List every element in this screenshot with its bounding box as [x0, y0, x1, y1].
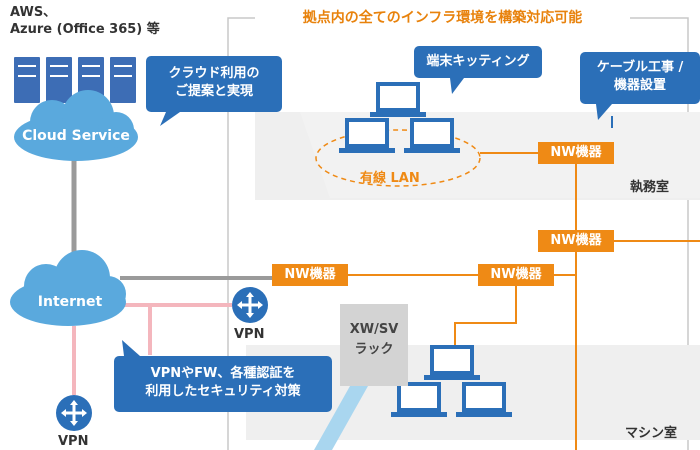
- office-room-label: 執務室: [630, 180, 670, 195]
- callout-pointer-security: [122, 340, 140, 356]
- router-icon: [56, 395, 92, 431]
- nw-device-machine: NW機器: [478, 264, 554, 286]
- frame-title: 拠点内の全てのインフラ環境を構築対応可能: [255, 6, 630, 30]
- cloud-callout-line-1: クラウド利用の: [168, 66, 260, 81]
- vpn-label-router: VPN: [234, 327, 265, 342]
- security-callout: VPNやFW、各種認証を 利用したセキュリティ対策: [114, 356, 332, 412]
- cloud-icon: [14, 90, 138, 161]
- cabling-callout-line-1: ケーブル工事 /: [596, 60, 684, 75]
- nw-device-edge: NW機器: [272, 264, 348, 286]
- server-rack: XW/SV ラック: [340, 304, 408, 386]
- callout-pointer-cabling: [596, 104, 612, 120]
- provider-line-1: AWS、: [10, 5, 57, 20]
- cloud-proposal-callout: クラウド利用の ご提案と実現: [146, 56, 282, 112]
- laptop-icon: [339, 118, 395, 153]
- cloud-icon: [10, 250, 126, 326]
- callout-pointer-kitting: [450, 78, 464, 94]
- provider-line-2: Azure (Office 365) 等: [10, 22, 160, 37]
- machine-room-label: マシン室: [625, 426, 678, 441]
- laptop-icon: [456, 382, 512, 417]
- security-callout-line-1: VPNやFW、各種認証を: [150, 366, 296, 381]
- cabling-callout-line-2: 機器設置: [613, 78, 666, 93]
- nw-device-office: NW機器: [538, 142, 614, 164]
- wired-lan-boundary: [315, 129, 481, 187]
- router-icon: [232, 287, 268, 323]
- laptop-icon: [404, 118, 460, 153]
- cloud-service-label: Cloud Service: [22, 128, 130, 144]
- laptop-icon: [370, 82, 426, 117]
- cloud-callout-line-2: ご提案と実現: [174, 84, 253, 99]
- laptop-icon: [391, 382, 447, 417]
- vpn-label-remote: VPN: [58, 434, 89, 449]
- rack-line-2: ラック: [354, 342, 394, 357]
- cabling-callout: ケーブル工事 / 機器設置: [580, 52, 700, 104]
- cloud-provider-label: AWS、 Azure (Office 365) 等: [10, 4, 160, 38]
- security-callout-line-2: 利用したセキュリティ対策: [145, 384, 301, 399]
- server-rack-icon: [14, 57, 136, 103]
- wired-lan-label: 有線 LAN: [360, 171, 420, 186]
- rack-cable: [314, 386, 368, 450]
- internet-label: Internet: [37, 294, 103, 310]
- laptop-icon: [424, 345, 480, 380]
- kitting-callout: 端末キッティング: [414, 46, 542, 78]
- nw-line-6: [454, 285, 517, 345]
- rack-line-1: XW/SV: [349, 322, 399, 337]
- office-floor-top: [300, 112, 700, 198]
- nw-device-core: NW機器: [538, 230, 614, 252]
- callout-pointer-cloud: [160, 112, 180, 126]
